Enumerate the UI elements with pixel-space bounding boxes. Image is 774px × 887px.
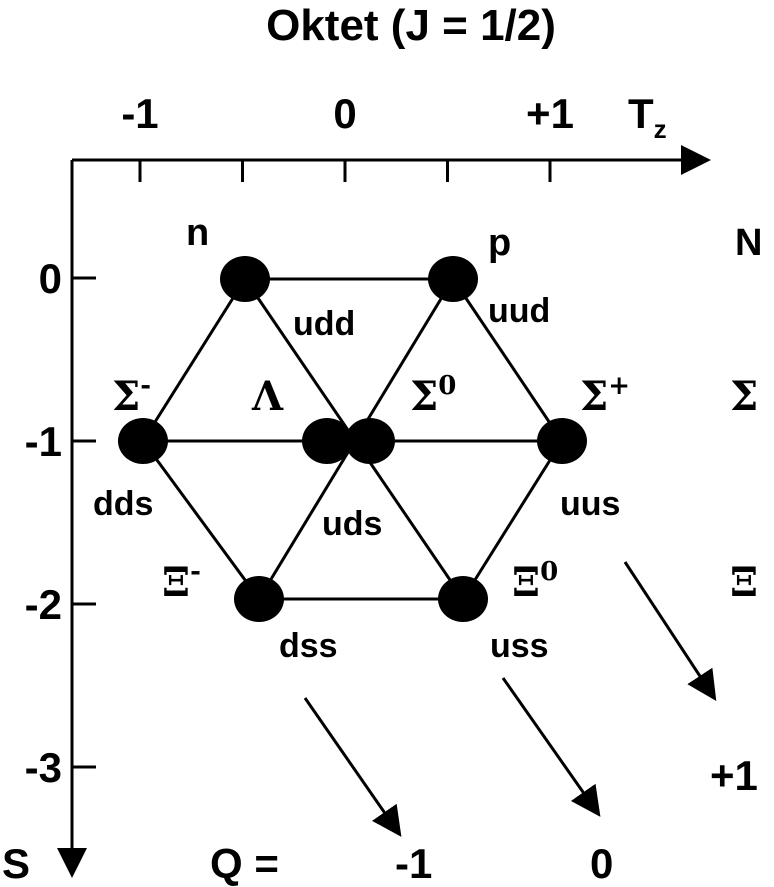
row-label-sigma: Σ [730, 373, 758, 420]
quarks-xi-zero: uss [490, 627, 549, 665]
charge-value-plus1: +1 [710, 752, 758, 799]
node-xi-minus [234, 576, 284, 622]
label-sigma-zero: Σ0 [410, 371, 456, 420]
node-xi-zero [438, 576, 488, 622]
s-ticks: 0 -1 -2 -3 [25, 255, 96, 791]
charge-arrow-0 [501, 677, 601, 817]
charge-arrow-minus1 [303, 697, 402, 837]
tz-tick-label: -1 [121, 90, 158, 137]
quarks-p: uud [488, 292, 550, 330]
node-sigma-minus [118, 418, 168, 464]
particle-nodes [118, 256, 587, 622]
charge-arrow-plus1 [623, 561, 717, 702]
edge-sigma-plus-xi-zero [461, 440, 564, 600]
edge-sigma-minus-xi-minus [141, 440, 261, 600]
quarks-sigma-plus: uus [560, 485, 620, 523]
tz-axis-label: Tz [628, 90, 667, 144]
quarks-n: udd [293, 305, 355, 343]
label-lambda: Λ [251, 373, 284, 420]
edge-p-sigma-plus [451, 278, 564, 442]
s-tick-label: -1 [25, 418, 62, 465]
s-tick-label: -2 [25, 581, 62, 628]
label-xi-zero: Ξ0 [512, 557, 558, 606]
quarks-lambda: uds [322, 505, 382, 543]
node-p [428, 256, 478, 302]
row-label-n: N [735, 222, 762, 264]
tz-tick-label: +1 [526, 90, 574, 137]
edge-n-sigma-minus [141, 278, 247, 442]
diagram-title: Oktet (J = 1/2) [266, 1, 556, 50]
charge-value-minus1: -1 [395, 840, 432, 887]
node-sigma-zero [345, 418, 395, 464]
label-xi-minus: Ξ- [162, 557, 201, 606]
s-tick-label: -3 [25, 744, 62, 791]
s-axis-label: S [2, 840, 30, 887]
row-label-xi: Ξ [730, 559, 758, 606]
node-n [220, 256, 270, 302]
node-lambda [302, 418, 352, 464]
quarks-sigma-minus: dds [93, 485, 153, 523]
label-sigma-minus: Σ- [112, 371, 151, 420]
node-sigma-plus [537, 418, 587, 464]
label-p: p [488, 222, 511, 264]
s-tick-label: 0 [39, 255, 62, 302]
charge-prefix: Q = [210, 840, 279, 887]
label-sigma-plus: Σ+ [580, 371, 630, 420]
tz-ticks: -1 0 +1 [121, 90, 574, 182]
quarks-xi-minus: dss [279, 627, 338, 665]
label-n: n [186, 212, 209, 254]
tz-tick-label: 0 [333, 90, 356, 137]
charge-value-0: 0 [590, 840, 613, 887]
